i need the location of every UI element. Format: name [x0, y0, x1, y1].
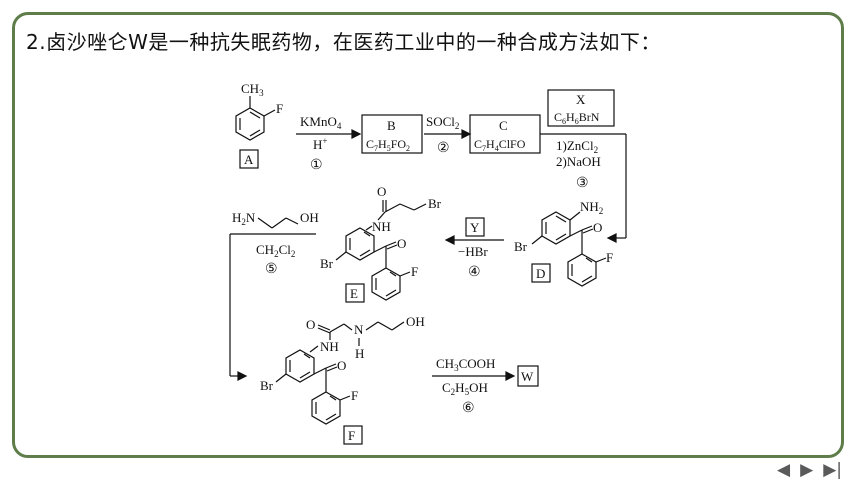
- label-w: W: [521, 369, 534, 384]
- svg-text:⑤: ⑤: [265, 262, 278, 277]
- arrow-step-3: 1)ZnCl2 2)NaOH ③: [540, 133, 627, 243]
- svg-text:F: F: [411, 264, 418, 279]
- label-f: F: [348, 428, 355, 443]
- compound-b-box: B C7H5FO2: [361, 114, 423, 154]
- svg-text:C7H4ClFO: C7H4ClFO: [474, 137, 526, 153]
- label-e: E: [350, 286, 358, 301]
- svg-text:H2N: H2N: [232, 210, 256, 227]
- content-frame: [12, 12, 844, 458]
- svg-text:O: O: [377, 184, 386, 199]
- svg-text:O: O: [593, 220, 602, 235]
- svg-text:OH: OH: [300, 210, 319, 225]
- arrow-step-1: KMnO4 H+ ①: [296, 114, 362, 173]
- svg-text:H: H: [355, 346, 364, 361]
- svg-text:Br: Br: [320, 256, 334, 271]
- arrow-step-4: Y −HBr ④: [444, 217, 504, 280]
- svg-text:Br: Br: [428, 196, 442, 211]
- svg-text:F: F: [276, 101, 283, 116]
- last-slide-icon[interactable]: ▶|: [823, 460, 842, 480]
- compound-a: CH3 F A: [235, 81, 283, 169]
- svg-text:2)NaOH: 2)NaOH: [556, 154, 601, 169]
- svg-text:N: N: [354, 322, 364, 337]
- svg-text:H+: H+: [313, 136, 327, 152]
- svg-text:SOCl2: SOCl2: [426, 114, 459, 131]
- svg-text:C: C: [499, 118, 508, 133]
- svg-text:−HBr: −HBr: [458, 244, 488, 259]
- next-slide-icon[interactable]: ▶: [800, 460, 814, 480]
- svg-text:②: ②: [437, 141, 450, 156]
- svg-text:CH3: CH3: [241, 81, 264, 98]
- arrow-step-6: CH3COOH C2H5OH ⑥ W: [432, 356, 539, 416]
- svg-text:B: B: [387, 118, 396, 133]
- svg-text:O: O: [397, 236, 406, 251]
- label-d: D: [536, 266, 545, 281]
- svg-text:1)ZnCl2: 1)ZnCl2: [556, 138, 598, 155]
- compound-x-box: X C6H6BrN: [547, 89, 615, 127]
- compound-d: NH2 Br O F D: [514, 199, 613, 287]
- svg-text:F: F: [351, 388, 358, 403]
- svg-text:Br: Br: [514, 239, 528, 254]
- arrow-step-5: H2N OH CH2Cl2 ⑤: [229, 210, 319, 381]
- svg-text:Br: Br: [260, 378, 274, 393]
- compound-f: O N H OH NH Br O F F: [260, 314, 425, 445]
- svg-text:OH: OH: [406, 314, 425, 329]
- svg-text:KMnO4: KMnO4: [300, 114, 342, 131]
- svg-text:NH: NH: [372, 219, 391, 234]
- svg-text:O: O: [306, 317, 315, 332]
- svg-text:⑥: ⑥: [462, 401, 475, 416]
- arrow-step-2: SOCl2 ②: [424, 114, 472, 156]
- svg-text:F: F: [606, 250, 613, 265]
- label-y: Y: [470, 220, 480, 235]
- compound-e: O Br NH Br O F E: [320, 184, 442, 303]
- svg-text:C6H6BrN: C6H6BrN: [554, 110, 600, 126]
- svg-text:④: ④: [468, 265, 481, 280]
- svg-text:NH: NH: [320, 339, 339, 354]
- svg-text:C2H5OH: C2H5OH: [442, 380, 488, 397]
- svg-text:CH2Cl2: CH2Cl2: [256, 242, 295, 259]
- svg-text:CH3COOH: CH3COOH: [436, 356, 495, 373]
- svg-text:C7H5FO2: C7H5FO2: [366, 137, 410, 153]
- compound-c-box: C C7H4ClFO: [469, 114, 541, 154]
- svg-text:NH2: NH2: [580, 199, 603, 216]
- svg-text:O: O: [337, 358, 346, 373]
- question-text: 2.卤沙唑仑W是一种抗失眠药物，在医药工业中的一种合成方法如下：: [26, 30, 661, 54]
- label-a: A: [244, 152, 254, 167]
- slide-navigation: ◀ ▶ ▶|: [777, 460, 842, 480]
- svg-text:③: ③: [576, 176, 589, 191]
- prev-slide-icon[interactable]: ◀: [777, 460, 791, 480]
- svg-text:①: ①: [310, 158, 323, 173]
- svg-text:X: X: [576, 92, 586, 107]
